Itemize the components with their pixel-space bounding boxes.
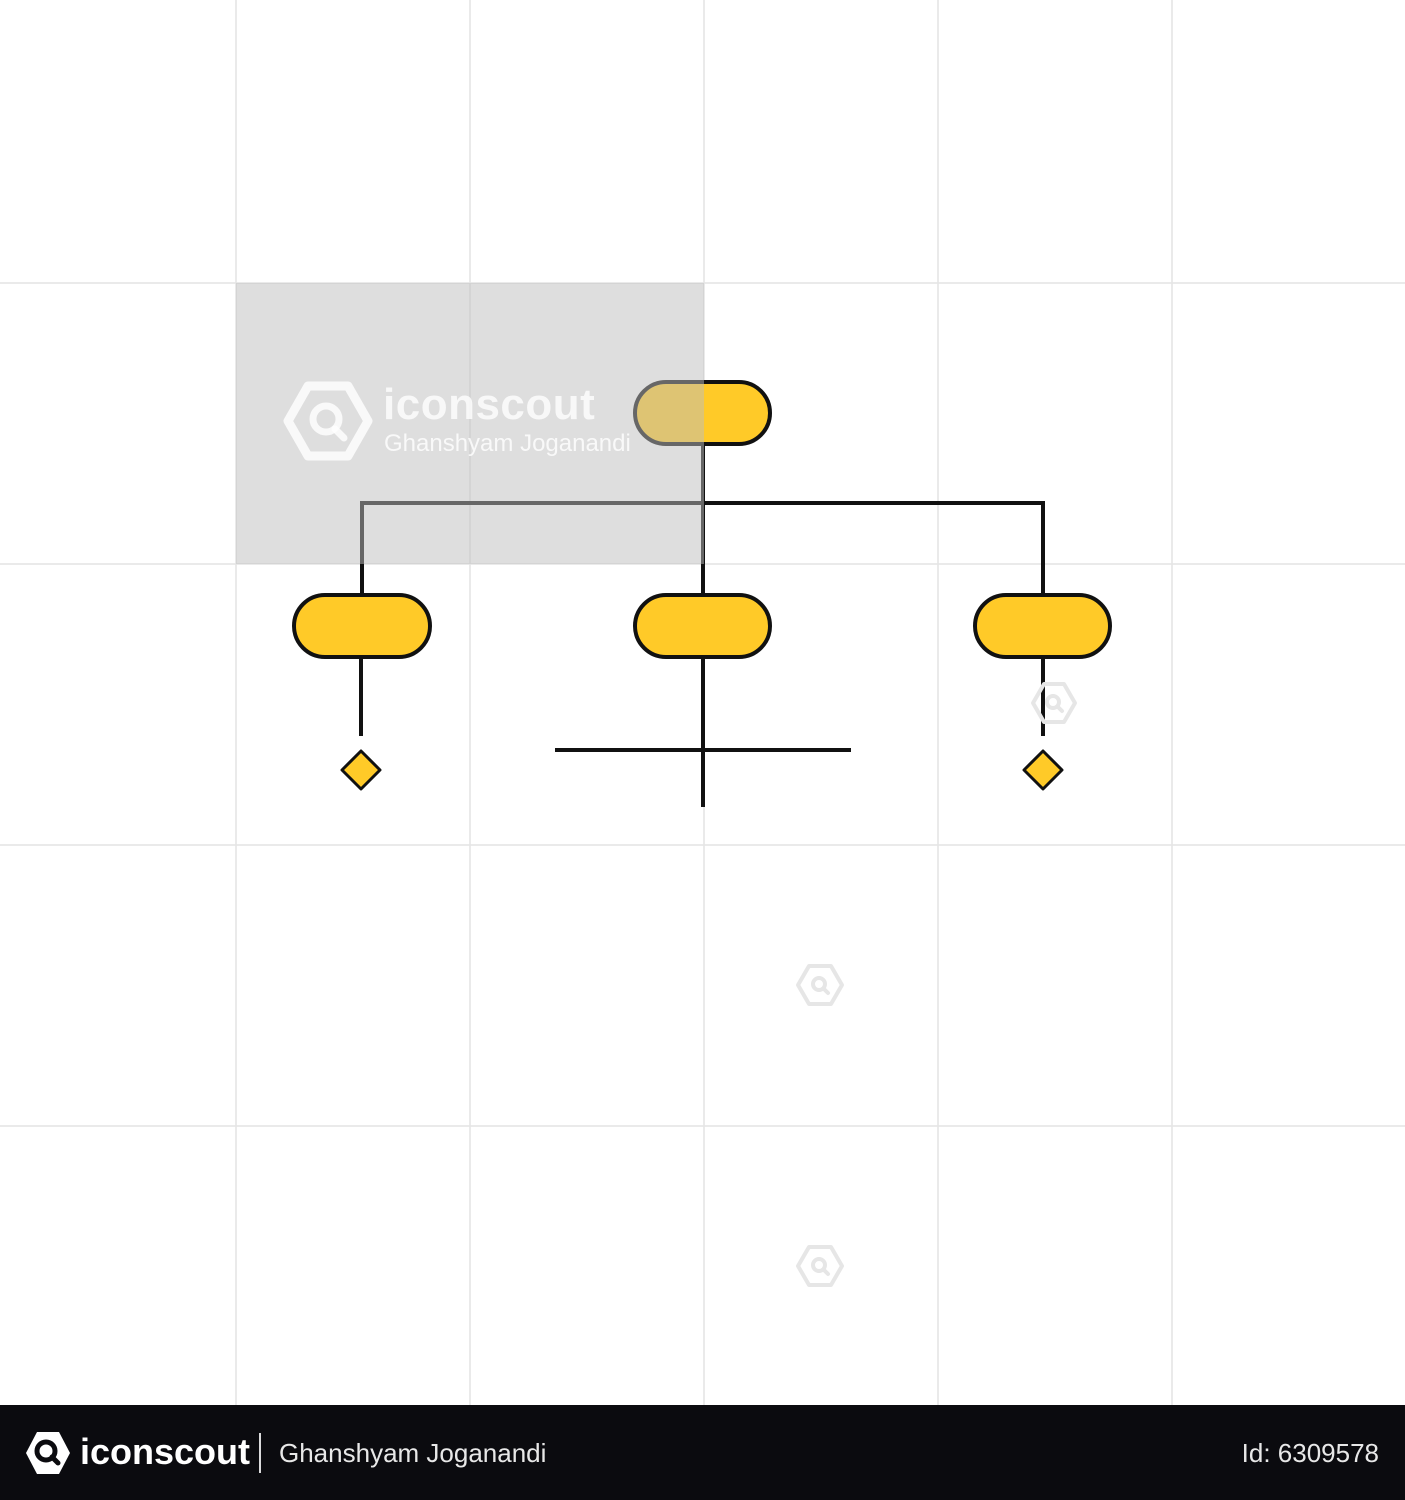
org-chart-diagram (0, 0, 1405, 1405)
iconscout-logo-icon (26, 1432, 70, 1474)
footer-brand-name: iconscout (80, 1431, 251, 1472)
watermark-logo-icon (283, 381, 373, 461)
watermark-small-logo-icon (1031, 682, 1077, 724)
child-node-left (292, 593, 432, 659)
diamond-marker-left (340, 749, 382, 791)
child-node-center (633, 593, 772, 659)
watermark-author-text: Ghanshyam Joganandi (384, 430, 631, 457)
watermark-small-logo-icon (796, 1245, 844, 1287)
watermark-brand-text: iconscout (383, 380, 596, 429)
footer-divider (259, 1433, 261, 1473)
footer-bar: iconscout Ghanshyam Joganandi Id: 630957… (0, 1405, 1405, 1500)
child-node-right (973, 593, 1112, 659)
watermark-small-logo-icon (796, 964, 844, 1006)
footer-author-name: Ghanshyam Joganandi (279, 1438, 547, 1468)
diagram-canvas: iconscout Ghanshyam Joganandi (0, 0, 1405, 1405)
footer-asset-id: Id: 6309578 (1241, 1438, 1379, 1468)
diamond-marker-right (1022, 749, 1064, 791)
